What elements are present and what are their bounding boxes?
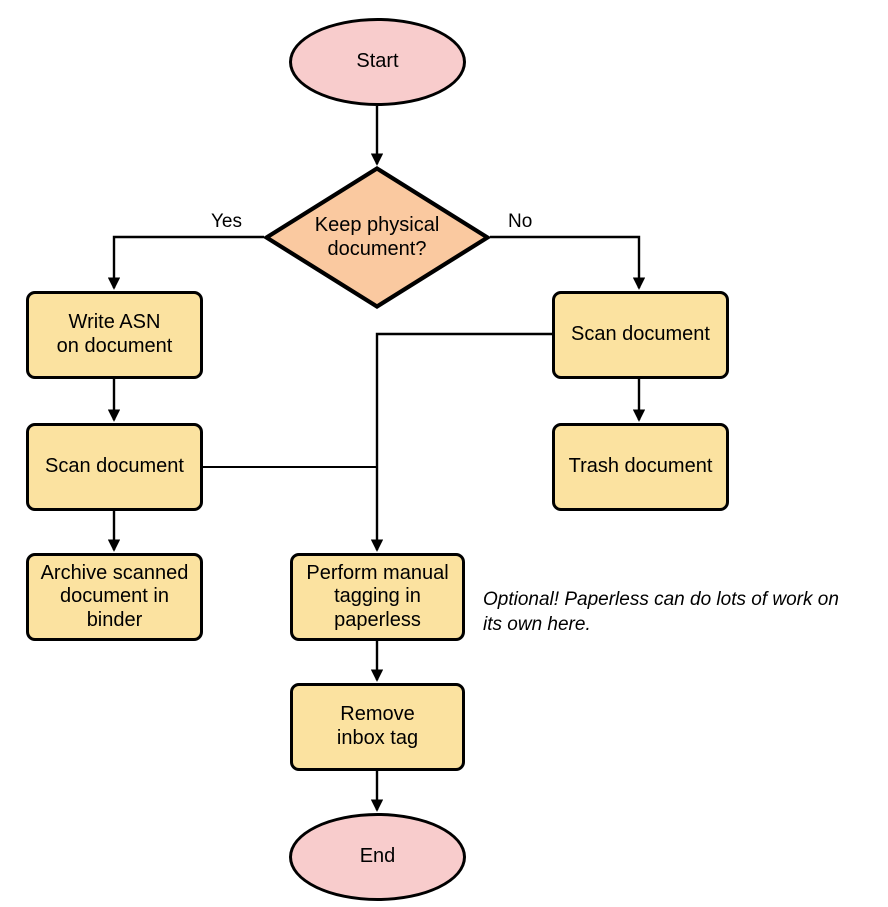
node-scan-document-left-label: Scan document <box>45 455 184 478</box>
edge-label-yes: Yes <box>211 211 242 232</box>
edge-decision-to-scan-right <box>490 235 646 290</box>
diamond-shape <box>264 166 490 309</box>
node-keep-physical-document-label: Keep physical document? <box>314 213 440 260</box>
node-remove-inbox-tag-label: Remove inbox tag <box>336 703 419 749</box>
node-keep-physical-document[interactable]: Keep physical document? <box>264 166 490 309</box>
node-remove-inbox-tag[interactable]: Remove inbox tag <box>290 683 465 771</box>
annotation-optional-note: Optional! Paperless can do lots of work … <box>483 589 839 635</box>
node-perform-manual-tagging[interactable]: Perform manual tagging in paperless <box>290 553 465 641</box>
node-scan-document-left[interactable]: Scan document <box>26 423 203 511</box>
edge-decision-to-write-asn <box>107 235 264 290</box>
node-archive-scanned-document-label: Archive scanned document in binder <box>40 561 189 631</box>
node-trash-document-label: Trash document <box>568 455 713 478</box>
node-end[interactable]: End <box>289 813 466 901</box>
node-perform-manual-tagging-label: Perform manual tagging in paperless <box>306 561 449 631</box>
node-scan-document-right[interactable]: Scan document <box>552 291 729 379</box>
node-trash-document[interactable]: Trash document <box>552 423 729 511</box>
node-write-asn[interactable]: Write ASN on document <box>26 291 203 379</box>
node-write-asn-label: Write ASN on document <box>56 311 173 357</box>
node-scan-document-right-label: Scan document <box>571 323 710 346</box>
node-archive-scanned-document[interactable]: Archive scanned document in binder <box>26 553 203 641</box>
node-start-label: Start <box>356 50 399 73</box>
edge-label-no: No <box>508 211 533 232</box>
node-start[interactable]: Start <box>289 18 466 106</box>
node-end-label: End <box>359 845 396 868</box>
edge-scan-right-to-tagging <box>370 332 552 552</box>
